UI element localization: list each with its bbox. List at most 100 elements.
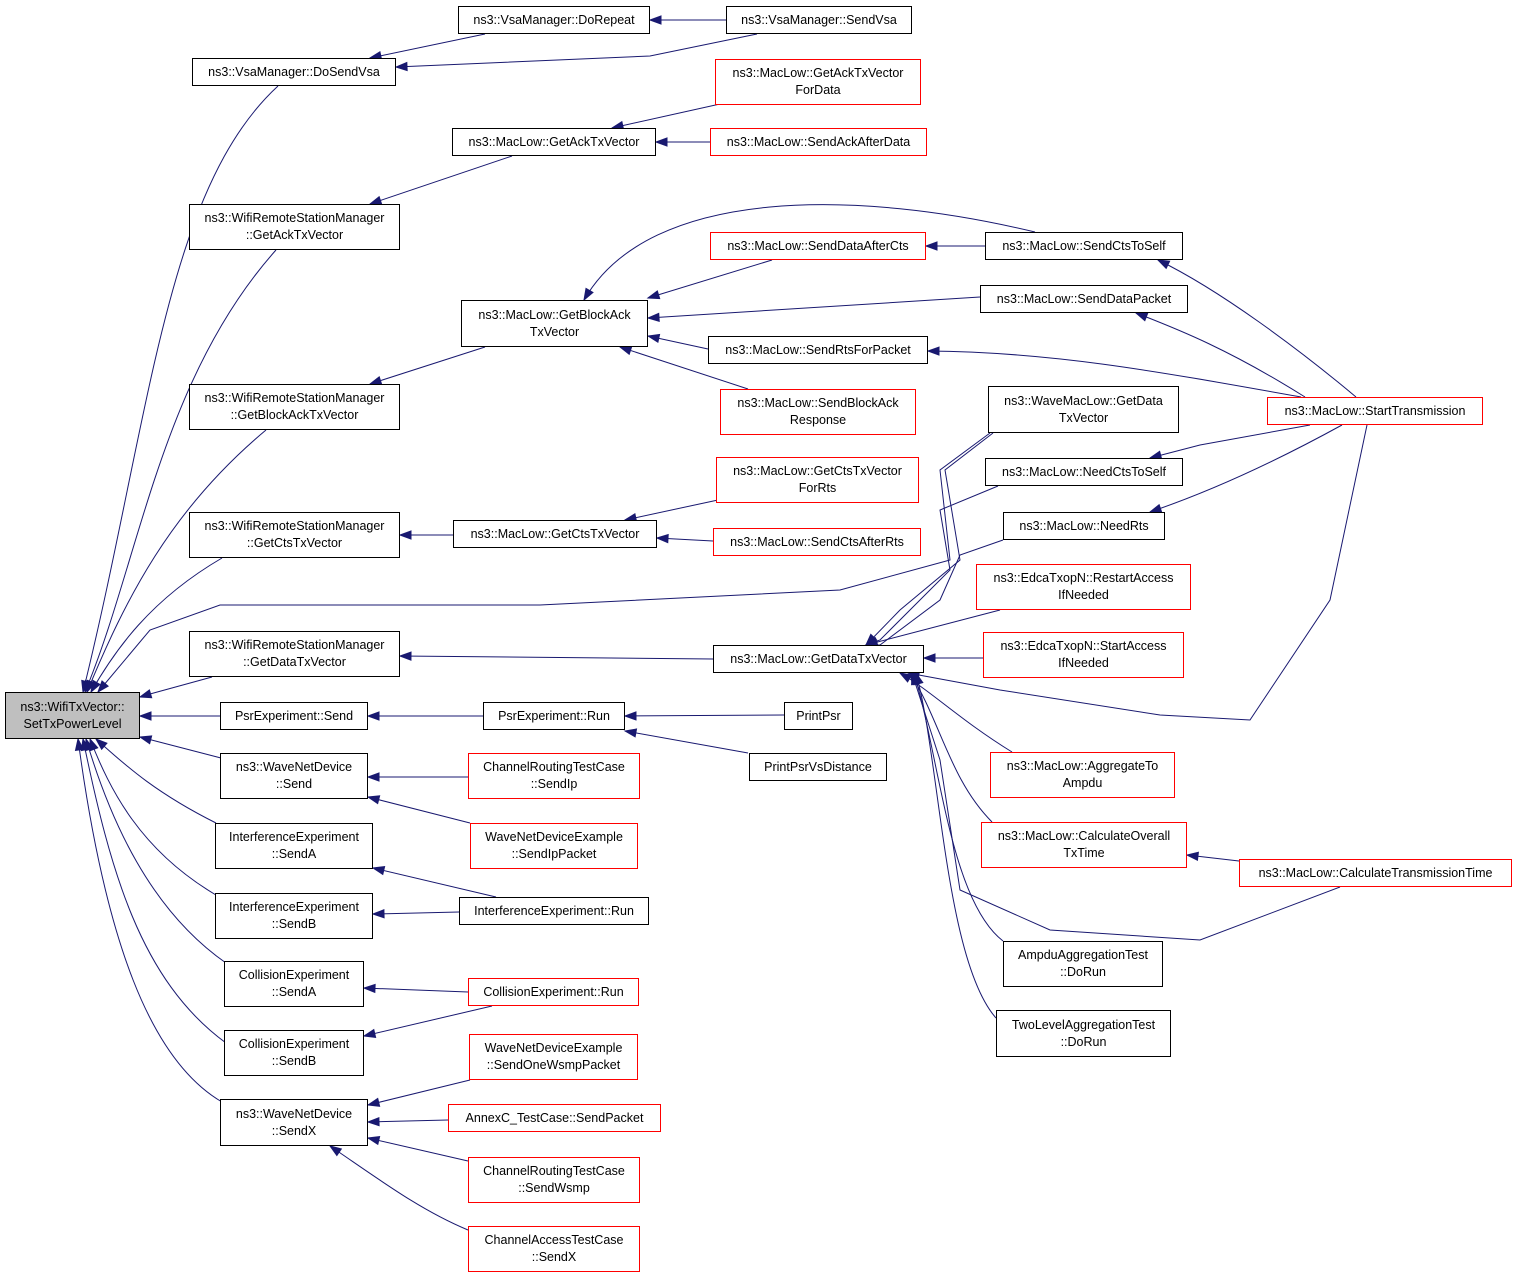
node-label-line: ns3::MacLow::SendCtsAfterRts — [730, 534, 904, 549]
node-label-line: ns3::EdcaTxopN::StartAccess — [1000, 639, 1167, 653]
node-ceSendB[interactable]: CollisionExperiment::SendB — [224, 1030, 364, 1076]
edge-ieSendA-to-root — [95, 738, 217, 824]
node-mlCalcTransmission[interactable]: ns3::MacLow::CalculateTransmissionTime — [1239, 859, 1512, 887]
node-root[interactable]: ns3::WifiTxVector::SetTxPowerLevel — [5, 692, 140, 739]
arrowhead-vsaSendVsa-to-vsaDoRepeat — [648, 15, 662, 25]
node-label-line: TxTime — [1063, 846, 1105, 860]
node-label-line: TxVector — [1058, 410, 1109, 425]
node-mlSendDataAfterCts[interactable]: ns3::MacLow::SendDataAfterCts — [710, 232, 926, 260]
node-label-line: IfNeeded — [1058, 656, 1109, 670]
node-label-line: ns3::MacLow::NeedCtsToSelf — [1002, 464, 1166, 479]
node-wrsmGetBlockAck[interactable]: ns3::WifiRemoteStationManager::GetBlockA… — [189, 384, 400, 430]
arrowhead-mlSendRtsForPacket-to-mlGetBlockAck — [646, 333, 661, 344]
node-label-line: ns3::WifiRemoteStationManager — [204, 638, 385, 652]
node-label-line: InterferenceExperiment — [229, 830, 359, 844]
node-mlSendCtsAfterRts[interactable]: ns3::MacLow::SendCtsAfterRts — [713, 528, 921, 556]
node-label-line: InterferenceExperiment::Run — [474, 903, 634, 918]
node-label-line: SetTxPowerLevel — [23, 716, 122, 731]
node-crtcSendWsmp[interactable]: ChannelRoutingTestCase::SendWsmp — [468, 1157, 640, 1203]
node-wndSend[interactable]: ns3::WaveNetDevice::Send — [220, 753, 368, 799]
node-label-line: IfNeeded — [1058, 588, 1109, 602]
arrowhead-annexCSendPacket-to-wndSendX — [366, 1117, 380, 1127]
node-mlNeedRts[interactable]: ns3::MacLow::NeedRts — [1003, 512, 1165, 540]
node-label-line: CollisionExperiment — [238, 1037, 350, 1051]
node-label-line: ns3::MacLow::SendDataPacket — [996, 291, 1172, 306]
node-label-line: ns3::MacLow::GetAckTxVector — [732, 66, 904, 80]
node-ieSendA[interactable]: InterferenceExperiment::SendA — [215, 823, 373, 869]
node-label-line: ::SendX — [531, 1250, 577, 1264]
node-wndSendX[interactable]: ns3::WaveNetDevice::SendX — [220, 1099, 368, 1146]
edge-crtcSendWsmp-to-wndSendX — [367, 1137, 469, 1162]
arrowhead-psrRun-to-psrSend — [366, 711, 380, 721]
node-mlGetCts[interactable]: ns3::MacLow::GetCtsTxVector — [453, 520, 657, 548]
node-label-line: ns3::WifiRemoteStationManager — [204, 211, 385, 225]
edge-mlGetAckForData-to-mlGetAck — [611, 103, 721, 129]
node-label-line: PrintPsr — [796, 708, 841, 723]
node-ampduTest[interactable]: AmpduAggregationTest::DoRun — [1003, 941, 1163, 987]
node-label-line: ::SendA — [271, 847, 317, 861]
node-mlGetAck[interactable]: ns3::MacLow::GetAckTxVector — [452, 128, 656, 156]
node-ieSendB[interactable]: InterferenceExperiment::SendB — [215, 893, 373, 939]
node-annexCSendPacket[interactable]: AnnexC_TestCase::SendPacket — [448, 1104, 661, 1132]
node-mlGetData[interactable]: ns3::MacLow::GetDataTxVector — [713, 645, 924, 673]
node-mlSendCtsToSelf[interactable]: ns3::MacLow::SendCtsToSelf — [985, 232, 1183, 260]
node-crtcSendIp[interactable]: ChannelRoutingTestCase::SendIp — [468, 753, 640, 799]
edge-mlStartTransmission-to-mlSendDataPacket — [1135, 312, 1306, 398]
node-catcSendX[interactable]: ChannelAccessTestCase::SendX — [468, 1226, 640, 1272]
node-ceRun[interactable]: CollisionExperiment::Run — [468, 978, 639, 1006]
node-printPsrVsDist[interactable]: PrintPsrVsDistance — [749, 753, 887, 781]
arrowhead-crtcSendIp-to-wndSend — [366, 772, 380, 782]
node-twoLevelTest[interactable]: TwoLevelAggregationTest::DoRun — [996, 1010, 1171, 1057]
arrowhead-crtcSendWsmp-to-wndSendX — [366, 1135, 381, 1146]
node-vsaDoRepeat[interactable]: ns3::VsaManager::DoRepeat — [458, 6, 650, 34]
node-label-line: ns3::MacLow::SendBlockAck — [737, 396, 899, 410]
node-label-line: ns3::MacLow::SendCtsToSelf — [1002, 238, 1166, 253]
node-wndeSendIpPacket[interactable]: WaveNetDeviceExample::SendIpPacket — [470, 823, 638, 869]
node-wndeSendOneWsmp[interactable]: WaveNetDeviceExample::SendOneWsmpPacket — [469, 1034, 638, 1080]
node-label-line: ::SendOneWsmpPacket — [486, 1058, 621, 1072]
node-mlSendRtsForPacket[interactable]: ns3::MacLow::SendRtsForPacket — [708, 336, 928, 364]
node-ceSendA[interactable]: CollisionExperiment::SendA — [224, 961, 364, 1007]
node-label-line: ns3::MacLow::GetBlockAck — [478, 307, 631, 322]
edge-ieSendB-to-root — [89, 738, 217, 896]
node-label-line: ns3::MacLow::SendRtsForPacket — [725, 342, 911, 357]
node-vsaSendVsa[interactable]: ns3::VsaManager::SendVsa — [726, 6, 912, 34]
arrowhead-mlGetData-to-wrsmGetData — [398, 651, 412, 661]
edge-mlSendCtsToSelf-to-mlGetBlockAck — [583, 204, 1036, 301]
node-label-line: WaveNetDeviceExample — [484, 1041, 623, 1055]
node-mlStartTransmission[interactable]: ns3::MacLow::StartTransmission — [1267, 397, 1483, 425]
node-vsaDoSendVsa[interactable]: ns3::VsaManager::DoSendVsa — [192, 58, 396, 86]
node-label-line: ::SendA — [271, 985, 317, 999]
node-mlSendAckAfterData[interactable]: ns3::MacLow::SendAckAfterData — [710, 128, 927, 156]
node-ieRun[interactable]: InterferenceExperiment::Run — [459, 897, 649, 925]
arrowhead-mlSendDataAfterCts-to-mlGetBlockAck — [646, 290, 661, 300]
node-wrsmGetAck[interactable]: ns3::WifiRemoteStationManager::GetAckTxV… — [189, 204, 400, 250]
edge-vsaDoRepeat-to-vsaDoSendVsa — [369, 33, 486, 59]
node-mlNeedCtsToSelf[interactable]: ns3::MacLow::NeedCtsToSelf — [985, 458, 1183, 486]
arrowhead-catcSendX-to-wndSendX — [328, 1145, 343, 1157]
edge-mlGetBlockAck-to-wrsmGetBlockAck — [369, 346, 486, 385]
edge-mlStartTransmission-to-mlGetData — [907, 424, 1368, 721]
node-printPsr[interactable]: PrintPsr — [784, 702, 853, 730]
node-mlSendDataPacket[interactable]: ns3::MacLow::SendDataPacket — [980, 285, 1188, 313]
node-wrsmGetCts[interactable]: ns3::WifiRemoteStationManager::GetCtsTxV… — [189, 512, 400, 558]
arrowhead-mlStartTransmission-to-mlSendCtsToSelf — [1156, 259, 1171, 270]
edge-mlGetCtsForRts-to-mlGetCts — [624, 499, 719, 521]
arrowhead-mlSendCtsAfterRts-to-mlGetCts — [655, 533, 669, 544]
edge-vsaDoSendVsa-to-root — [82, 85, 279, 693]
arrowhead-ceSendB-to-root — [80, 737, 90, 752]
edge-wndSendX-to-root — [77, 738, 223, 1103]
arrowhead-ieSendA-to-root — [94, 738, 108, 751]
node-wrsmGetData[interactable]: ns3::WifiRemoteStationManager::GetDataTx… — [189, 631, 400, 677]
node-psrSend[interactable]: PsrExperiment::Send — [220, 702, 368, 730]
node-psrRun[interactable]: PsrExperiment::Run — [483, 702, 625, 730]
